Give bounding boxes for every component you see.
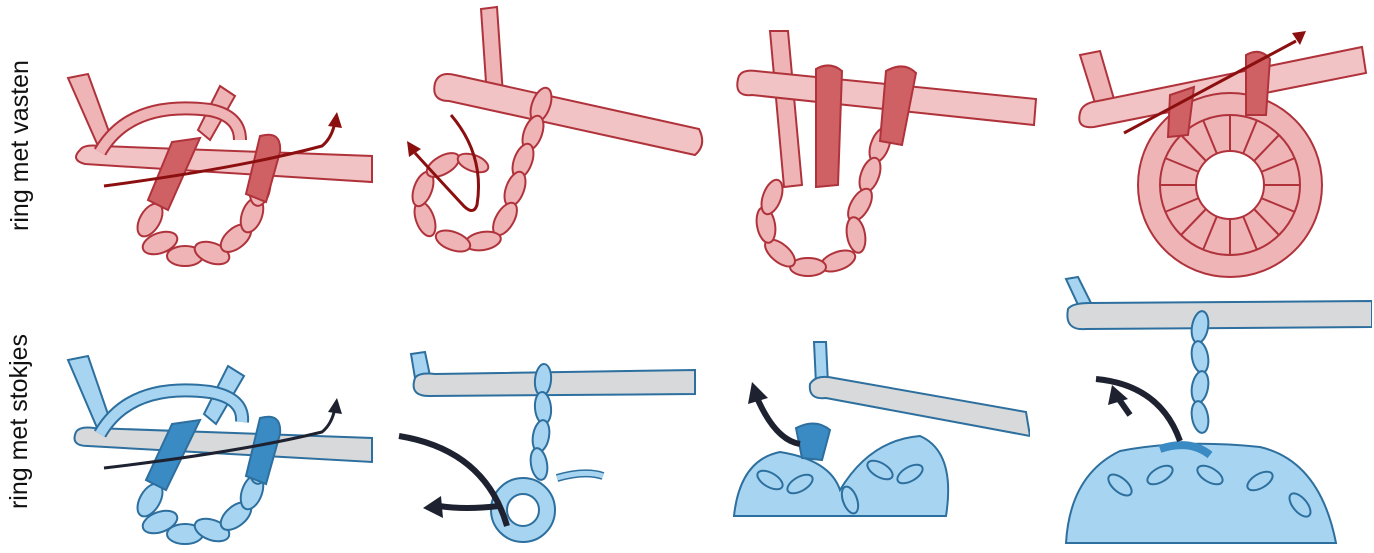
row-label-text: ring met stokjes	[6, 334, 35, 509]
row2-step2-illustration	[395, 350, 705, 550]
row-label-single-crochet: ring met vasten	[0, 0, 40, 290]
row1-step4-illustration	[1070, 15, 1370, 285]
row2-step1-illustration	[60, 340, 380, 550]
row1-step3-illustration	[730, 25, 1040, 295]
chain-ring-chain-up-icon	[395, 350, 705, 550]
chain-ring-hook-through-icon	[60, 340, 380, 550]
row1-step1-illustration	[60, 60, 380, 285]
chain-ring-hook-through-icon	[60, 60, 380, 285]
chain-ring-loops-on-hook-icon	[730, 25, 1040, 295]
dc-ring-close-icon	[1060, 275, 1372, 550]
row2-step4-illustration	[1060, 275, 1372, 550]
row-label-text: ring met vasten	[6, 60, 35, 231]
row1-step2-illustration	[395, 5, 715, 285]
chain-ring-yarn-through-icon	[395, 5, 715, 285]
finished-sc-ring-icon	[1070, 15, 1370, 285]
row-label-double-crochet: ring met stokjes	[0, 290, 40, 553]
dc-into-ring-icon	[730, 340, 1030, 530]
row2-step3-illustration	[730, 340, 1030, 530]
